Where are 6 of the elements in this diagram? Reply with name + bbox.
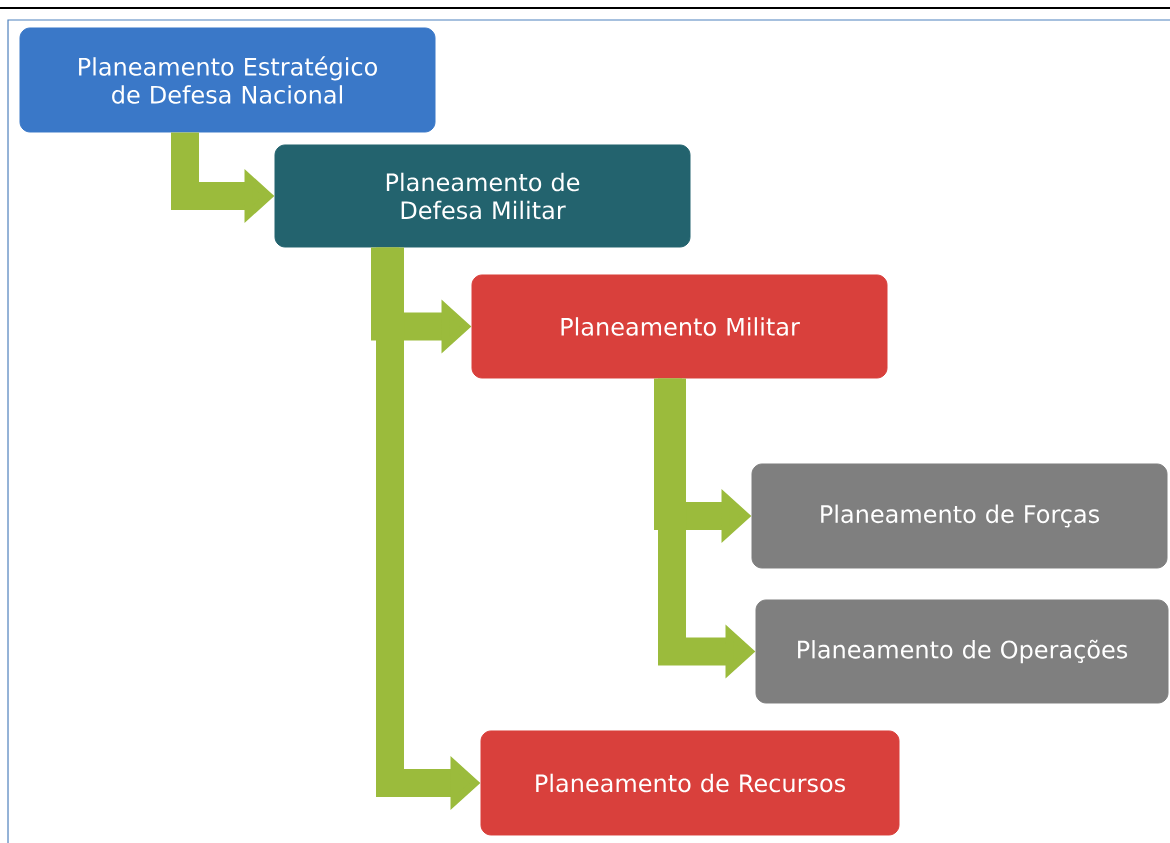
process-box: Planeamento de Recursos — [480, 730, 900, 836]
process-box: Planeamento Estratégico de Defesa Nacional — [19, 27, 436, 133]
process-box: Planeamento de Defesa Militar — [274, 144, 691, 248]
process-box: Planeamento de Operações — [755, 599, 1169, 704]
process-box: Planeamento Militar — [471, 274, 888, 379]
process-box: Planeamento de Forças — [751, 463, 1168, 569]
